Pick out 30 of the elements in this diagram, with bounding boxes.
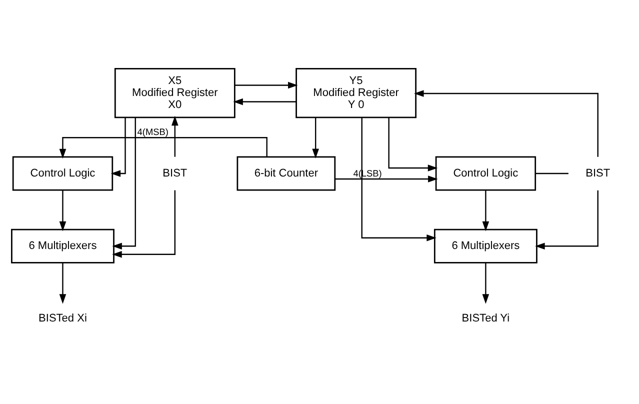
arrow [482,262,490,304]
node-box: 6 Multiplexers [434,228,538,264]
arrow [312,118,319,159]
arrow [59,137,268,159]
node-text: BIST [162,167,188,180]
arrow [233,98,296,106]
node-text: BIST [586,167,610,180]
arrow [59,262,66,304]
node-box: 6 Multiplexers [11,228,114,264]
arrow [59,190,66,232]
node-text: BISTed Yi [462,312,510,325]
arrow [414,90,598,157]
arrow [172,116,178,157]
connector [536,172,568,174]
arrow [388,118,438,172]
node-box: Y5 Modified Register Y 0 [296,68,416,118]
arrow [482,190,490,232]
node-box: 6-bit Counter [236,156,336,191]
node-text: BISTed Xi [38,312,87,325]
arrow [361,118,436,242]
arrow [110,118,126,177]
edge-label: 4(MSB) [137,126,168,137]
arrow [334,176,438,182]
arrow [535,190,598,250]
node-box: X5 Modified Register X0 [114,68,236,118]
arrow [234,82,298,89]
arrow [112,190,176,258]
arrow [112,118,136,250]
node-box: Control Logic [435,156,536,191]
node-box: Control Logic [12,156,114,191]
